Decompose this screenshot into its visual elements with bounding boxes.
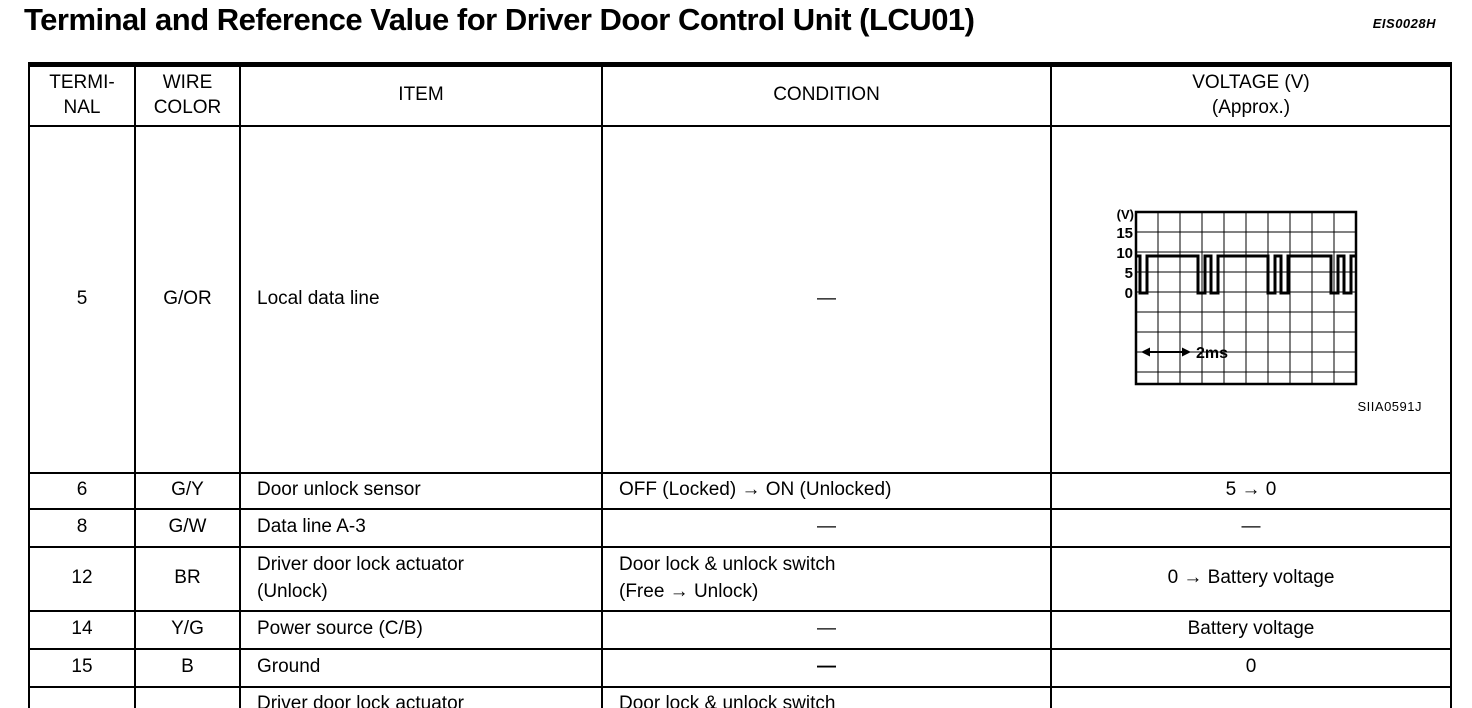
table-row: 5 G/OR Local data line — (V) 15 10 5 bbox=[28, 124, 1452, 474]
cell-condition: — bbox=[601, 647, 1052, 688]
scope-border bbox=[1134, 210, 1358, 385]
cell-item: Local data line bbox=[239, 124, 603, 474]
cell-voltage: 0 bbox=[1050, 647, 1452, 688]
cell-condition: — bbox=[601, 609, 1052, 650]
cell-wire-color: G/OR bbox=[134, 124, 241, 474]
table-row: 12 BR Driver door lock actuator (Unlock)… bbox=[28, 545, 1452, 612]
cell-terminal: 15 bbox=[28, 647, 136, 688]
cell-terminal: 12 bbox=[28, 545, 136, 612]
doc-code: EIS0028H bbox=[1372, 16, 1436, 31]
cell-terminal: 17 bbox=[28, 685, 136, 708]
cell-voltage: 5 → 0 bbox=[1050, 471, 1452, 510]
time-scale-label: 2ms bbox=[1196, 345, 1228, 362]
cell-item: Driver door lock actuator (Lock) bbox=[239, 685, 603, 708]
scope-y-tick-0: 0 bbox=[1125, 285, 1133, 302]
cell-terminal: 8 bbox=[28, 507, 136, 548]
table-row: 17 LG Driver door lock actuator (Lock) D… bbox=[28, 685, 1452, 708]
cell-condition: — bbox=[601, 124, 1052, 474]
cell-condition: — bbox=[601, 507, 1052, 548]
cell-item: Ground bbox=[239, 647, 603, 688]
cell-wire-color: G/W bbox=[134, 507, 241, 548]
table-row: 6 G/Y Door unlock sensor OFF (Locked) → … bbox=[28, 471, 1452, 510]
cell-item: Door unlock sensor bbox=[239, 471, 603, 510]
scope-y-tick-5: 5 bbox=[1125, 265, 1133, 282]
oscilloscope-svg: (V) 15 10 5 0 2ms bbox=[1116, 207, 1358, 385]
table-row: 8 G/W Data line A-3 — — bbox=[28, 507, 1452, 548]
scope-unit-label: (V) bbox=[1117, 207, 1134, 222]
time-scale-arrow bbox=[1141, 347, 1191, 357]
header-condition: CONDITION bbox=[601, 63, 1052, 127]
cell-condition: OFF (Locked) → ON (Unlocked) bbox=[601, 471, 1052, 510]
scope-grid-vertical bbox=[1135, 211, 1357, 384]
header-voltage: VOLTAGE (V) (Approx.) bbox=[1050, 63, 1452, 127]
cell-condition: Door lock & unlock switch (Free → Lock) bbox=[601, 685, 1052, 708]
cell-voltage: 0 → Battery voltage bbox=[1050, 685, 1452, 708]
table-row: 14 Y/G Power source (C/B) — Battery volt… bbox=[28, 609, 1452, 650]
table-header-row: TERMI- NAL WIRE COLOR ITEM CONDITION VOL… bbox=[28, 63, 1452, 127]
scope-y-tick-15: 15 bbox=[1116, 225, 1133, 242]
header-wire-color: WIRE COLOR bbox=[134, 63, 241, 127]
cell-wire-color: LG bbox=[134, 685, 241, 708]
cell-condition: Door lock & unlock switch (Free → Unlock… bbox=[601, 545, 1052, 612]
scope-waveform bbox=[1136, 254, 1356, 295]
cell-voltage: — bbox=[1050, 507, 1452, 548]
cell-wire-color: BR bbox=[134, 545, 241, 612]
scope-caption: SIIA0591J bbox=[1357, 399, 1422, 415]
cell-item: Power source (C/B) bbox=[239, 609, 603, 650]
cell-wire-color: Y/G bbox=[134, 609, 241, 650]
table-row: 15 B Ground — 0 bbox=[28, 647, 1452, 688]
cell-terminal: 6 bbox=[28, 471, 136, 510]
cell-voltage: 0 → Battery voltage bbox=[1050, 545, 1452, 612]
scope-y-tick-10: 10 bbox=[1116, 245, 1133, 262]
cell-wire-color: G/Y bbox=[134, 471, 241, 510]
cell-wire-color: B bbox=[134, 647, 241, 688]
terminal-reference-table: TERMI- NAL WIRE COLOR ITEM CONDITION VOL… bbox=[28, 62, 1452, 708]
header-terminal: TERMI- NAL bbox=[28, 63, 136, 127]
page-title: Terminal and Reference Value for Driver … bbox=[24, 2, 975, 37]
cell-voltage: Battery voltage bbox=[1050, 609, 1452, 650]
oscilloscope-chart: (V) 15 10 5 0 2ms bbox=[1108, 179, 1421, 443]
cell-terminal: 14 bbox=[28, 609, 136, 650]
cell-item: Driver door lock actuator (Unlock) bbox=[239, 545, 603, 612]
cell-voltage: (V) 15 10 5 0 2ms bbox=[1050, 124, 1452, 474]
header-item: ITEM bbox=[239, 63, 603, 127]
cell-terminal: 5 bbox=[28, 124, 136, 474]
cell-item: Data line A-3 bbox=[239, 507, 603, 548]
